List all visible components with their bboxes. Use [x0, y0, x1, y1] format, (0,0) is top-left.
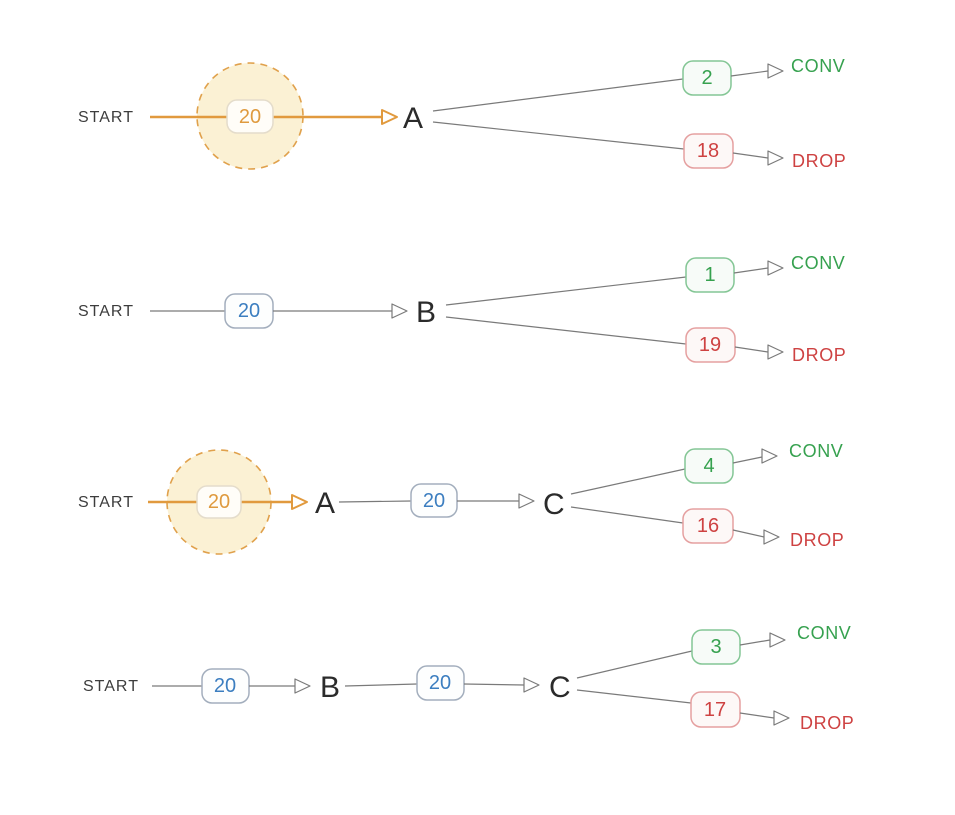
outcome-badge-value: 3	[710, 636, 721, 658]
count-badge	[196, 485, 242, 519]
arrowhead-icon	[381, 109, 398, 125]
count-badge-value: 20	[239, 106, 261, 128]
node-label: A	[315, 487, 335, 520]
conv-label: CONV	[791, 56, 845, 76]
node-label: C	[549, 671, 571, 704]
start-label: START	[83, 678, 139, 695]
flow-edge	[344, 683, 418, 687]
arrowhead-icon	[769, 632, 786, 648]
flow-edge	[732, 456, 763, 464]
drop-label: DROP	[800, 713, 854, 733]
flow-edge	[730, 70, 769, 77]
flow-edge	[463, 683, 525, 686]
node-label: B	[320, 671, 340, 704]
flow-edge	[734, 346, 769, 353]
arrowhead-icon	[761, 448, 778, 464]
start-label: START	[78, 494, 134, 511]
count-badge	[226, 99, 274, 134]
count-badge-value: 20	[214, 675, 236, 697]
count-badge-value: 20	[429, 672, 451, 694]
outcome-badge-value: 18	[697, 140, 719, 162]
arrowhead-icon	[767, 344, 784, 360]
outcome-badge-value: 4	[703, 455, 714, 477]
outcome-badge	[682, 60, 732, 96]
node-label: B	[416, 296, 436, 329]
flow-edge	[739, 712, 775, 719]
drop-label: DROP	[792, 345, 846, 365]
conv-label: CONV	[791, 253, 845, 273]
flow-edge	[432, 121, 685, 150]
arrowhead-icon	[518, 493, 535, 509]
arrowhead-icon	[763, 529, 780, 545]
arrowhead-icon	[767, 63, 784, 79]
outcome-badge-value: 16	[697, 515, 719, 537]
outcome-badge-value: 2	[701, 67, 712, 89]
start-label: START	[78, 303, 134, 320]
flow-edge	[732, 529, 765, 538]
outcome-badge	[683, 133, 734, 169]
outcome-badge	[682, 508, 734, 544]
node-label: A	[403, 102, 423, 135]
drop-label: DROP	[792, 151, 846, 171]
flow-edge	[576, 689, 692, 704]
flow-row-2: START 20 B 1 CONV 19 DROP	[78, 253, 846, 365]
flow-row-1: START 20 A 2 CONV 18 DROP	[78, 56, 846, 171]
conv-label: CONV	[789, 441, 843, 461]
outcome-badge-value: 19	[699, 334, 721, 356]
flow-edge	[445, 276, 687, 306]
drop-label: DROP	[790, 530, 844, 550]
outcome-badge	[685, 257, 735, 293]
arrowhead-icon	[391, 303, 408, 319]
arrowhead-icon	[767, 260, 784, 276]
outcome-badge	[691, 629, 741, 665]
count-badge-value: 20	[208, 491, 230, 513]
flow-edge	[732, 152, 769, 159]
count-badge-value: 20	[238, 300, 260, 322]
start-label: START	[78, 109, 134, 126]
arrowhead-icon	[294, 678, 311, 694]
flow-row-4: START 20 B 20 C 3 CONV 17 DROP	[83, 623, 854, 733]
node-label: C	[543, 488, 565, 521]
flow-edge	[445, 316, 687, 345]
flow-edge	[432, 78, 684, 112]
flow-row-3: START 20 A 20 C 4 CONV 16 DROP	[78, 441, 844, 555]
count-badge-value: 20	[423, 490, 445, 512]
outcome-badge	[685, 327, 736, 363]
arrowhead-icon	[773, 710, 790, 726]
count-badge	[416, 665, 465, 701]
arrowhead-icon	[767, 150, 784, 166]
flow-edge	[338, 500, 412, 503]
flow-edge	[576, 650, 693, 679]
conv-label: CONV	[797, 623, 851, 643]
flow-edge	[739, 639, 771, 646]
flow-edge	[570, 506, 684, 524]
arrowhead-icon	[291, 494, 308, 510]
outcome-badge	[690, 691, 741, 728]
flow-edge	[570, 468, 686, 495]
outcome-badge	[684, 448, 734, 484]
flow-edge	[733, 267, 769, 274]
arrowhead-icon	[523, 677, 540, 693]
outcome-badge-value: 17	[704, 699, 726, 721]
outcome-badge-value: 1	[704, 264, 715, 286]
